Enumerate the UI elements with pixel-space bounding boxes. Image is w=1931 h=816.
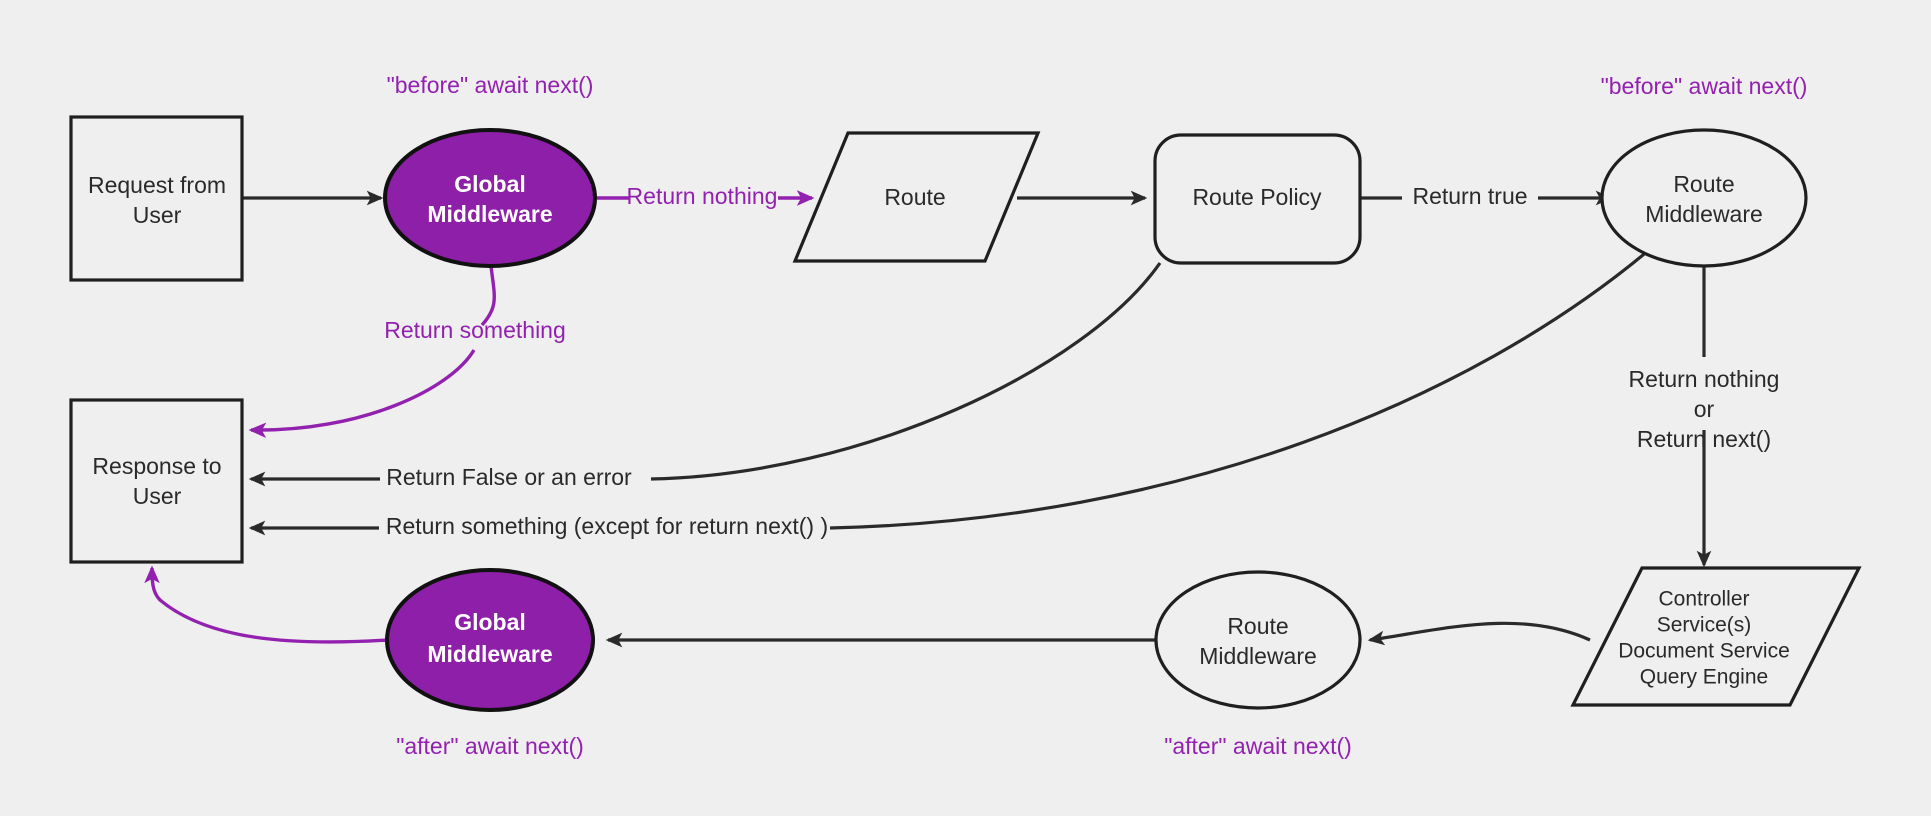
edge-label-return-something: Return something [384,317,566,343]
edge-label-return-something-except: Return something (except for return next… [386,513,828,539]
controller-label-line3: Document Service [1618,640,1790,663]
annotation-after-route-middleware: "after" await next() [1164,733,1352,759]
global-middleware-after-shape [385,568,595,712]
route-policy-shape [1153,133,1362,265]
node-request-from-user[interactable]: Request from User [69,115,244,282]
controller-label-line2: Service(s) [1657,614,1752,637]
global-middleware-after-label-line2: Middleware [427,641,552,667]
edge-route-middleware-to-response-curve [829,248,1651,530]
route-middleware-before-shape [1600,128,1808,268]
response-to-user-shape [69,398,244,564]
route-label: Route [884,184,945,210]
node-route-middleware-after[interactable]: Route Middleware [1154,570,1362,710]
node-global-middleware-after[interactable]: Global Middleware [385,568,595,712]
node-route-policy[interactable]: Route Policy [1153,133,1362,265]
node-route[interactable]: Route [792,131,1041,263]
controller-label-line1: Controller [1658,588,1749,611]
edge-label-return-false-or-error: Return False or an error [386,464,632,490]
edge-controller-to-route-middleware-after [1367,621,1591,646]
route-shape [792,131,1041,263]
edge-label-return-nothing-or-next-line1: Return nothing [1629,366,1780,392]
edge-label-return-true: Return true [1412,183,1527,209]
edge-route-policy-to-response-curve [650,262,1162,481]
node-controller[interactable]: Controller Service(s) Document Service Q… [1570,566,1862,707]
request-from-user-label-line2: User [133,202,182,228]
edge-label-return-nothing-or-next-line3: Return next() [1637,426,1771,452]
annotation-before-global-middleware: "before" await next() [387,72,594,98]
route-policy-label: Route Policy [1192,184,1322,210]
route-middleware-before-label-line2: Middleware [1645,201,1763,227]
global-middleware-before-label-line2: Middleware [427,201,552,227]
node-response-to-user[interactable]: Response to User [69,398,244,564]
edge-global-to-response [248,349,476,439]
controller-shape [1570,566,1862,707]
response-to-user-label-line2: User [133,483,182,509]
global-middleware-before-shape [383,128,597,268]
edge-global-after-to-response [144,565,389,644]
global-middleware-after-label-line1: Global [454,609,526,635]
request-from-user-shape [69,115,244,282]
edge-label-return-nothing: Return nothing [627,183,778,209]
annotation-after-global-middleware: "after" await next() [396,733,584,759]
annotation-before-route-middleware: "before" await next() [1601,73,1808,99]
node-global-middleware-before[interactable]: Global Middleware [383,128,597,268]
edge-label-return-nothing-or-next-line2: or [1694,396,1715,422]
route-middleware-before-label-line1: Route [1673,171,1734,197]
route-middleware-after-label-line1: Route [1227,613,1288,639]
response-to-user-label-line1: Response to [92,453,221,479]
controller-label-line4: Query Engine [1640,666,1768,689]
request-from-user-label-line1: Request from [88,172,226,198]
node-route-middleware-before[interactable]: Route Middleware [1600,128,1808,268]
global-middleware-before-label-line1: Global [454,171,526,197]
route-middleware-after-label-line2: Middleware [1199,643,1317,669]
route-middleware-after-shape [1154,570,1362,710]
